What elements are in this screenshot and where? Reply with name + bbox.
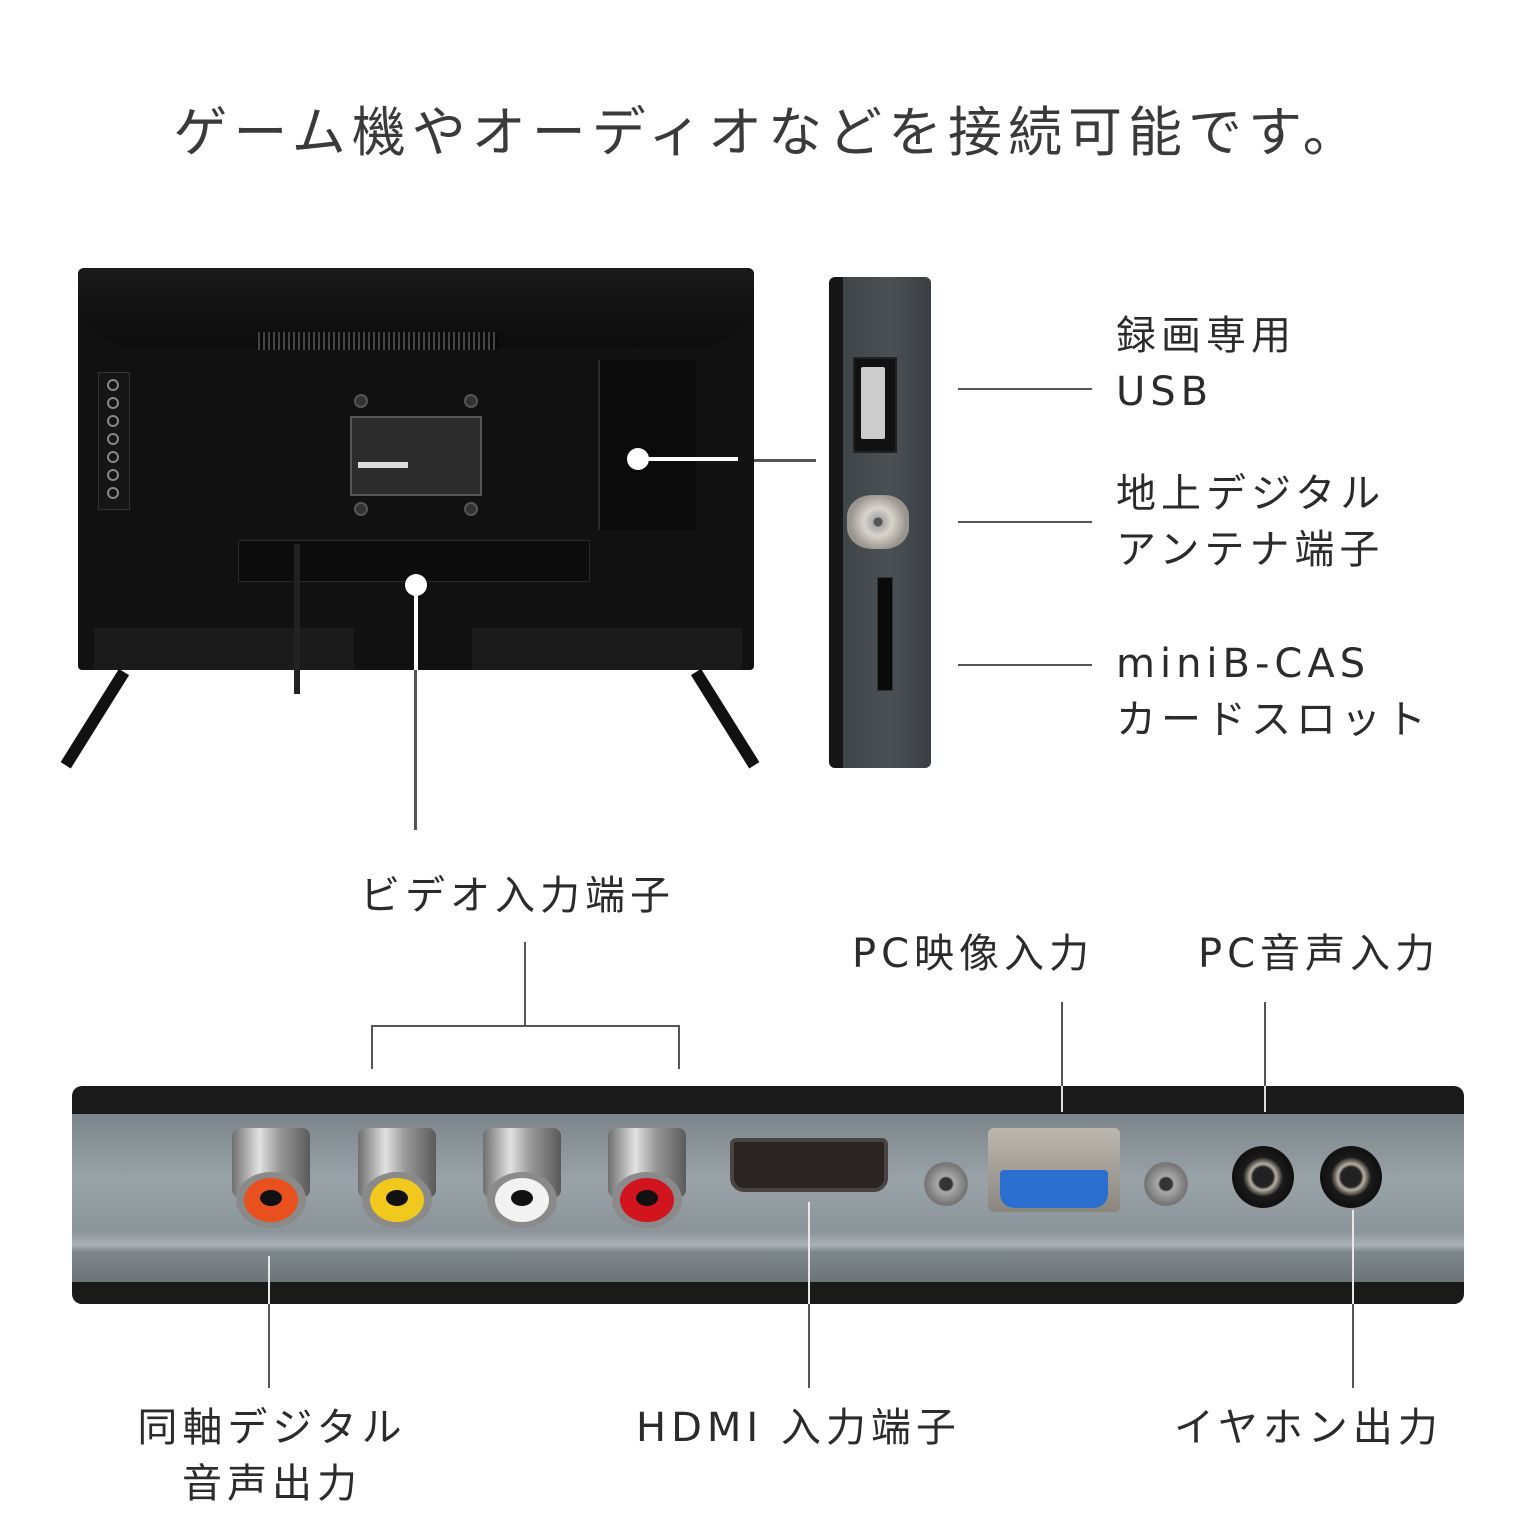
audio-jack-icon <box>1320 1146 1382 1208</box>
label-coaxial-line1: 同軸デジタル <box>137 1405 407 1451</box>
control-button-icon <box>107 415 119 427</box>
callout-line-side-inner <box>638 457 738 461</box>
control-button-icon <box>107 397 119 409</box>
control-button-icon <box>107 379 119 391</box>
label-antenna-line1: 地上デジタル <box>1116 471 1386 517</box>
stand-base-left <box>94 628 354 670</box>
control-button-icon <box>107 487 119 499</box>
label-pc-audio-input: PC音声入力 <box>1198 931 1441 977</box>
label-antenna-line2: アンテナ端子 <box>1116 527 1385 573</box>
side-control-buttons <box>98 372 130 510</box>
vga-port-icon <box>988 1128 1120 1212</box>
label-video-input: ビデオ入力端子 <box>360 873 675 919</box>
hdmi-port-icon <box>730 1138 888 1192</box>
leader-pc-audio <box>1264 1002 1266 1106</box>
leader-video-stem <box>524 942 526 1026</box>
label-bcas: miniB-CAS カードスロット <box>1116 636 1431 748</box>
control-button-icon <box>107 451 119 463</box>
stand-leg-right <box>690 668 760 769</box>
vent-grille <box>258 332 498 350</box>
coax-antenna-icon <box>847 495 909 549</box>
label-hdmi-input: HDMI 入力端子 <box>636 1405 961 1451</box>
label-earphone-output: イヤホン出力 <box>1174 1405 1443 1451</box>
label-antenna: 地上デジタル アンテナ端子 <box>1116 466 1385 578</box>
leader-video-bracket <box>371 1025 680 1027</box>
audio-jack-icon <box>1232 1146 1294 1208</box>
leader-video-left <box>371 1025 373 1069</box>
control-button-icon <box>107 469 119 481</box>
callout-line-bottom-inner <box>414 584 418 670</box>
rear-ports-closeup <box>72 1086 1464 1304</box>
leader-earphone <box>1352 1210 1354 1388</box>
rca-jack-icon <box>358 1128 436 1228</box>
vga-screw-icon <box>924 1162 968 1206</box>
usb-port-tongue <box>861 367 885 439</box>
leader-line-usb <box>958 388 1092 390</box>
label-usb-line2: USB <box>1116 369 1214 415</box>
callout-line-side <box>754 459 816 462</box>
label-white-bar <box>358 462 408 468</box>
leader-earphone-outer <box>1352 1304 1354 1388</box>
vesa-screw-icon <box>464 502 478 516</box>
vesa-screw-icon <box>354 502 368 516</box>
vesa-screw-icon <box>464 394 478 408</box>
vesa-screw-icon <box>354 394 368 408</box>
control-button-icon <box>107 433 119 445</box>
rca-jack-icon <box>232 1128 310 1228</box>
leader-coaxial-outer <box>268 1304 270 1388</box>
rca-jack-icon <box>608 1128 686 1228</box>
leader-hdmi <box>808 1202 810 1388</box>
power-cable <box>294 544 300 694</box>
leader-pc-video-inner <box>1061 1086 1063 1112</box>
side-ports-closeup <box>829 277 931 768</box>
usb-port-icon <box>853 357 897 453</box>
page-title: ゲーム機やオーディオなどを接続可能です。 <box>173 101 1363 164</box>
vga-screw-icon <box>1144 1162 1188 1206</box>
card-slot-icon <box>877 577 893 691</box>
label-bcas-line2: カードスロット <box>1116 697 1431 743</box>
vga-pins <box>1000 1170 1108 1208</box>
label-usb: 録画専用 USB <box>1116 308 1296 420</box>
label-coaxial-line2: 音声出力 <box>182 1461 362 1507</box>
label-coaxial-output: 同軸デジタル 音声出力 <box>132 1400 412 1512</box>
leader-pc-video <box>1061 1002 1063 1106</box>
stand-base-right <box>472 628 742 670</box>
label-bcas-line1: miniB-CAS <box>1116 641 1371 687</box>
leader-hdmi-outer <box>808 1304 810 1388</box>
leader-pc-audio-inner <box>1264 1086 1266 1112</box>
spec-label-plate <box>350 416 482 496</box>
leader-line-bcas <box>958 664 1092 666</box>
label-usb-line1: 録画専用 <box>1116 313 1296 359</box>
rca-jack-icon <box>483 1128 561 1228</box>
callout-line-bottom <box>414 670 417 830</box>
tv-rear-image <box>78 268 754 694</box>
stand-leg-left <box>60 668 130 769</box>
side-port-panel <box>598 360 696 530</box>
label-pc-video-input: PC映像入力 <box>852 931 1095 977</box>
leader-line-antenna <box>958 521 1092 523</box>
leader-video-right <box>678 1025 680 1069</box>
